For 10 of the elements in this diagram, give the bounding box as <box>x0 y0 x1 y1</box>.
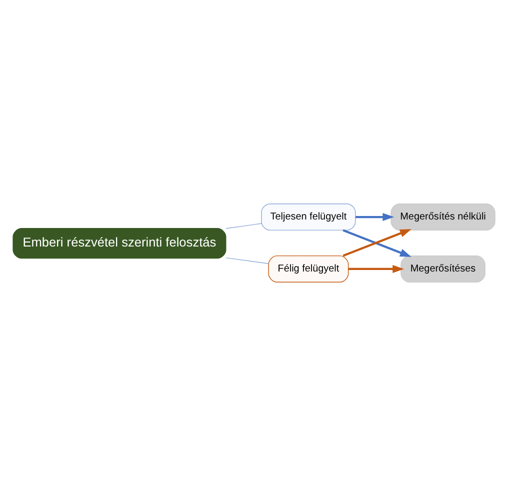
node-box: Megerősítéses <box>400 254 485 282</box>
connector <box>225 256 268 264</box>
node-box: Emberi részvétel szerinti felosztás <box>12 228 226 258</box>
arrow <box>342 228 411 256</box>
arrow <box>355 212 394 221</box>
connector <box>225 222 262 228</box>
node-box: Megerősítés nélküli <box>390 203 495 230</box>
node-box: Félig felügyelt <box>268 254 348 282</box>
node-box: Teljesen felügyelt <box>260 203 356 230</box>
arrow <box>348 264 404 272</box>
